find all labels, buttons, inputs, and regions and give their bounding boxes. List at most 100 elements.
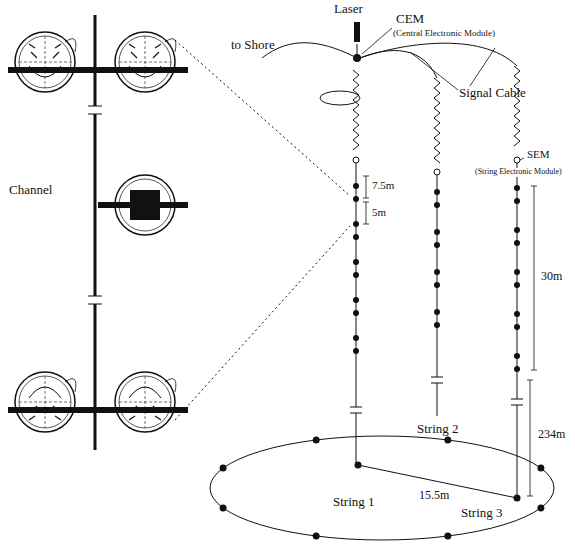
leader-line [520, 158, 524, 160]
optical-module [353, 183, 359, 189]
label: 7.5m [371, 179, 395, 191]
dimension-line [527, 380, 533, 381]
label: CEM [395, 12, 425, 26]
string-break [511, 399, 523, 400]
label: String 3 [460, 506, 504, 520]
optical-module [353, 221, 359, 227]
shore-cable [262, 43, 353, 58]
mount-bar [8, 67, 188, 73]
optical-module [514, 311, 520, 317]
optical-module [514, 282, 520, 288]
label: Signal Cable [458, 86, 527, 100]
module-axis [145, 36, 146, 88]
optical-module [353, 272, 359, 278]
optical-module [434, 282, 440, 288]
optical-module [514, 198, 520, 204]
channel-rod [94, 15, 97, 450]
optical-module [434, 309, 440, 315]
mount-bar [98, 202, 188, 208]
module-glass [19, 376, 71, 428]
optical-module [353, 259, 359, 265]
dimension-line [527, 496, 533, 497]
dimension-line [366, 202, 367, 224]
leader-line [362, 28, 392, 54]
photomultiplier [129, 387, 161, 398]
cem-module [353, 54, 361, 62]
module-sphere [115, 372, 175, 432]
string-cable [514, 66, 520, 146]
array-ellipse [210, 436, 554, 540]
dimension-line [366, 176, 367, 198]
optical-module [434, 269, 440, 275]
optical-module [434, 229, 440, 235]
optical-module [514, 269, 520, 275]
optical-module [514, 240, 520, 246]
dimension-line [363, 224, 369, 225]
rod-break [88, 296, 102, 297]
dimension-line [363, 176, 369, 177]
module-axis [145, 376, 146, 428]
string-break [351, 407, 361, 413]
dimension-line [363, 198, 369, 199]
mount-bar [8, 407, 188, 413]
sem-module [514, 157, 520, 163]
rod-break [88, 106, 102, 114]
sem-module [353, 157, 359, 163]
outer-string-dot [313, 533, 320, 540]
rod-break [88, 296, 102, 304]
dimension-line [531, 186, 537, 187]
outer-string-dot [537, 465, 544, 472]
optical-module [434, 242, 440, 248]
optical-module [434, 322, 440, 328]
optical-module [514, 366, 520, 372]
outer-string-dot [313, 436, 320, 443]
string-break [350, 413, 362, 414]
dimension-line [534, 186, 535, 370]
optical-module [353, 335, 359, 341]
label: (String Electronic Module) [474, 168, 563, 177]
module-sphere [115, 32, 175, 92]
string-cable [434, 78, 440, 163]
laser-link [357, 44, 358, 54]
module-axis [45, 36, 46, 88]
module-glass [19, 36, 71, 88]
rod-break [88, 106, 102, 107]
optical-module [434, 202, 440, 208]
label: 15.5m [418, 489, 450, 502]
label: SEM [526, 148, 551, 160]
label: 5m [371, 206, 387, 218]
string-break [431, 377, 443, 378]
module-glass [119, 376, 171, 428]
outer-string-dot [444, 436, 451, 443]
label: (Central Electronic Module) [392, 29, 496, 39]
optical-module [514, 185, 520, 191]
label: to Shore [230, 38, 276, 52]
optical-module [353, 234, 359, 240]
module-holder [29, 44, 61, 58]
optical-module [353, 297, 359, 303]
leader-line [470, 48, 495, 86]
drawing [8, 15, 554, 540]
module-cable [65, 39, 76, 52]
label: String 2 [416, 422, 460, 436]
module-sphere [15, 372, 75, 432]
optical-module [514, 324, 520, 330]
outer-string-dot [220, 465, 227, 472]
outer-string-dot [220, 504, 227, 511]
zoom-line [175, 40, 350, 196]
rod-break [88, 114, 102, 115]
string-break [350, 407, 362, 408]
optical-module [514, 227, 520, 233]
module-cable [65, 379, 76, 392]
module-holder [129, 44, 161, 58]
leader-line [410, 52, 458, 90]
cable-loop [320, 91, 360, 105]
label: 30m [540, 270, 563, 283]
optical-module [514, 353, 520, 359]
zoom-line [175, 226, 350, 420]
optical-module [353, 196, 359, 202]
label: Channel [8, 183, 53, 197]
module-sphere [15, 32, 75, 92]
dimension-line [363, 202, 369, 203]
